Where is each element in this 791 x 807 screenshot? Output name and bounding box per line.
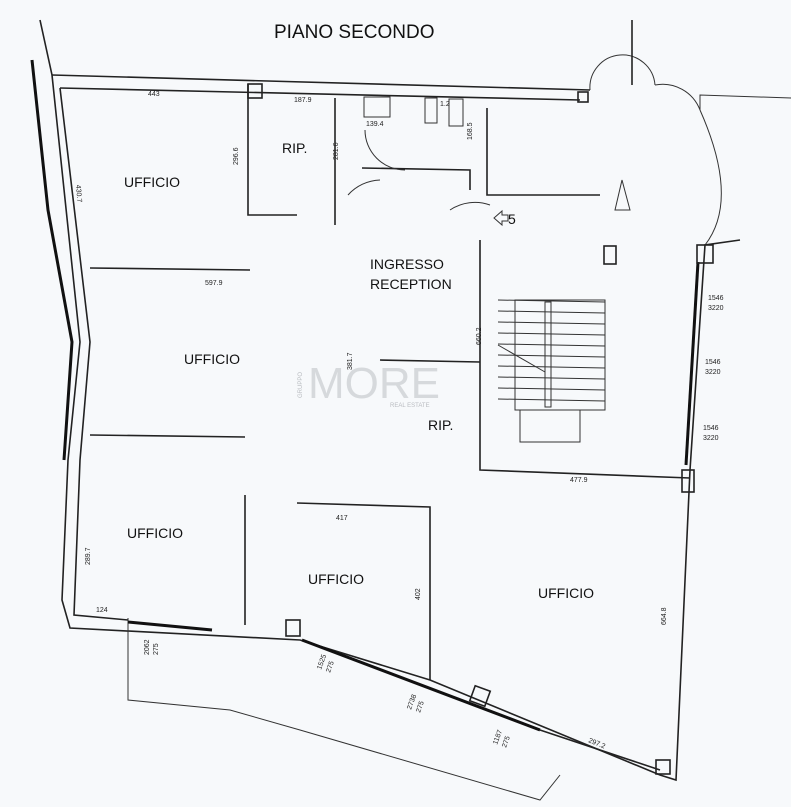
- svg-text:430.7: 430.7: [74, 185, 83, 203]
- svg-text:1525: 1525: [316, 654, 328, 671]
- arrow-left-icon: [493, 209, 509, 227]
- svg-text:1.2: 1.2: [440, 101, 450, 108]
- svg-text:2062: 2062: [144, 639, 151, 655]
- stair-tread: [497, 343, 606, 347]
- svg-text:275: 275: [501, 735, 512, 748]
- room-label-ufficio-2: UFFICIO: [184, 351, 240, 367]
- svg-text:289.7: 289.7: [85, 547, 92, 565]
- stair-tread: [497, 398, 606, 402]
- svg-text:296.6: 296.6: [233, 147, 240, 165]
- svg-text:187.9: 187.9: [294, 97, 312, 104]
- svg-text:281.6: 281.6: [333, 142, 340, 160]
- stair-tread: [497, 332, 606, 336]
- svg-text:660.2: 660.2: [476, 327, 483, 345]
- svg-text:275: 275: [415, 700, 426, 713]
- svg-text:MORE: MORE: [308, 359, 440, 408]
- room-label-rip-2: RIP.: [428, 417, 453, 433]
- svg-text:1546: 1546: [708, 295, 724, 302]
- svg-text:275: 275: [325, 660, 336, 673]
- stair-tread: [497, 376, 606, 380]
- exterior-walls: [30, 19, 791, 801]
- svg-text:597.9: 597.9: [205, 280, 223, 287]
- svg-text:139.4: 139.4: [366, 121, 384, 128]
- dimension-labels: 443 187.9 139.4 1.2 168.5 296.6 281.6 43…: [74, 91, 724, 750]
- svg-text:3220: 3220: [708, 305, 724, 312]
- svg-text:2738: 2738: [406, 694, 418, 711]
- svg-text:417: 417: [336, 515, 348, 522]
- svg-text:GRUPPO: GRUPPO: [298, 372, 304, 398]
- svg-text:3220: 3220: [703, 435, 719, 442]
- stair-tread: [497, 365, 606, 369]
- svg-text:124: 124: [96, 607, 108, 614]
- svg-text:381.7: 381.7: [347, 352, 354, 370]
- svg-text:1187: 1187: [492, 729, 504, 746]
- svg-text:1546: 1546: [705, 359, 721, 366]
- plan-title: PIANO SECONDO: [274, 22, 434, 43]
- staircase: [497, 299, 606, 443]
- room-label-rip-1: RIP.: [282, 140, 307, 156]
- stair-tread: [497, 299, 606, 303]
- room-label-ingresso: INGRESSO: [370, 256, 444, 272]
- room-label-ufficio-5: UFFICIO: [538, 585, 594, 601]
- room-label-ufficio-1: UFFICIO: [124, 174, 180, 190]
- room-label-reception: RECEPTION: [370, 276, 452, 292]
- interior-walls: [89, 83, 714, 775]
- stair-tread: [497, 321, 606, 325]
- stair-reference: 5: [508, 211, 516, 227]
- svg-text:3220: 3220: [705, 369, 721, 376]
- svg-text:477.9: 477.9: [570, 477, 588, 484]
- svg-text:275: 275: [153, 643, 160, 655]
- svg-text:443: 443: [148, 91, 160, 98]
- stair-tread: [497, 310, 606, 314]
- watermark-logo: MORE GRUPPO REAL ESTATE: [298, 359, 440, 409]
- svg-text:168.5: 168.5: [467, 122, 474, 140]
- svg-text:664.8: 664.8: [661, 607, 668, 625]
- svg-text:REAL ESTATE: REAL ESTATE: [390, 403, 430, 409]
- stair-tread: [497, 387, 606, 391]
- svg-text:402: 402: [415, 588, 422, 600]
- room-label-ufficio-4: UFFICIO: [308, 571, 364, 587]
- svg-text:1546: 1546: [703, 425, 719, 432]
- room-label-ufficio-3: UFFICIO: [127, 525, 183, 541]
